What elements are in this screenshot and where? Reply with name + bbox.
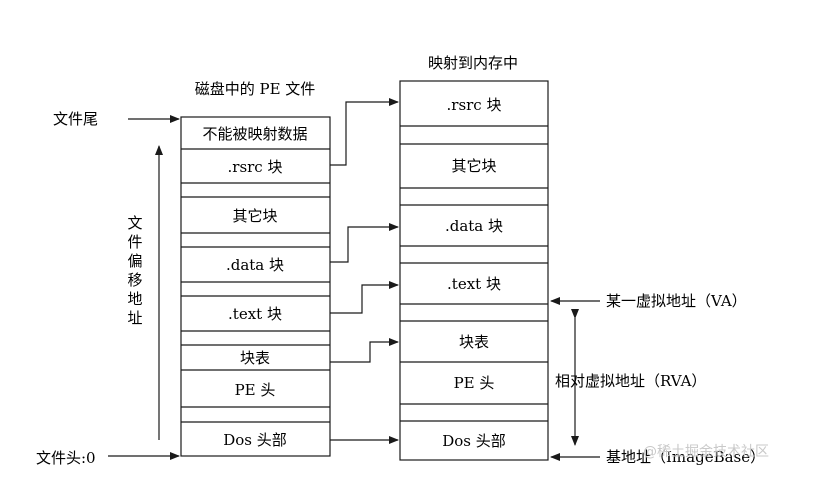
arrow-text	[330, 281, 399, 314]
file-start-label: 文件头:0	[36, 449, 96, 467]
file-offset-char-3: 偏	[127, 252, 142, 270]
arrow-rsrc	[330, 98, 399, 166]
disk-title: 磁盘中的 PE 文件	[195, 80, 316, 98]
file-offset-char-6: 址	[127, 309, 142, 327]
file-offset-label: 文 件 偏 移 地 址	[127, 214, 142, 327]
memory-block-other: 其它块	[451, 157, 496, 175]
file-offset-char-1: 文	[127, 214, 142, 232]
va-label: 某一虚拟地址（VA）	[606, 292, 747, 310]
image-base-label: 基地址（ImageBase）	[606, 448, 765, 466]
disk-block-data: .data 块	[226, 256, 284, 274]
memory-block-section-table: 块表	[459, 333, 489, 351]
disk-block-text: .text 块	[228, 305, 282, 323]
file-offset-char-5: 地	[127, 290, 142, 308]
disk-column	[180, 116, 331, 457]
mapping-arrows	[330, 98, 399, 444]
watermark-text: @稀土掘金技术社区	[643, 444, 769, 460]
arrow-section-table	[330, 338, 399, 363]
disk-block-unmapped: 不能被映射数据	[202, 125, 307, 143]
rva-label: 相对虚拟地址（RVA）	[555, 372, 706, 390]
file-offset-char-4: 移	[127, 271, 142, 289]
memory-column-frame	[399, 80, 549, 461]
disk-block-other: 其它块	[232, 207, 277, 225]
file-end-label: 文件尾	[53, 110, 98, 128]
file-offset-char-2: 件	[127, 233, 142, 251]
arrow-data	[330, 223, 399, 263]
memory-title: 映射到内存中	[428, 54, 518, 72]
memory-block-data: .data 块	[445, 217, 503, 235]
disk-block-dos-header: Dos 头部	[223, 431, 287, 449]
memory-block-text: .text 块	[447, 275, 501, 293]
disk-block-pe-header: PE 头	[235, 381, 276, 399]
memory-block-rsrc: .rsrc 块	[447, 96, 502, 114]
memory-block-labels: .rsrc 块 其它块 .data 块 .text 块 块表 PE 头 Dos …	[442, 96, 506, 450]
memory-block-dos-header: Dos 头部	[442, 432, 506, 450]
disk-block-rsrc: .rsrc 块	[228, 158, 283, 176]
disk-column-frame	[180, 116, 331, 457]
memory-column	[399, 80, 549, 461]
disk-block-labels: 不能被映射数据 .rsrc 块 其它块 .data 块 .text 块 块表 P…	[202, 125, 307, 449]
memory-block-pe-header: PE 头	[454, 374, 495, 392]
disk-block-section-table: 块表	[240, 349, 270, 367]
